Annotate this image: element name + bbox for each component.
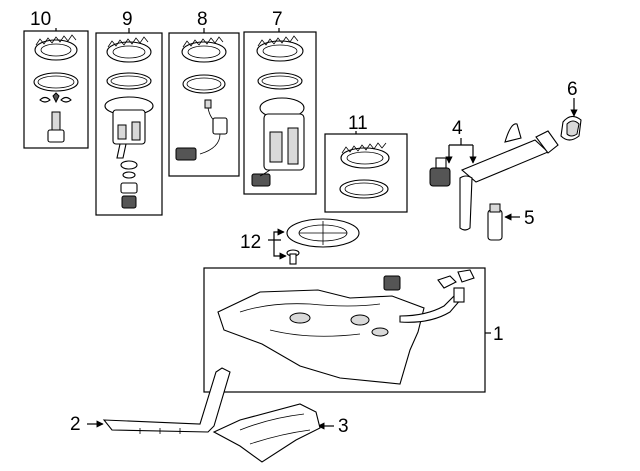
callout-6: 6 [567,79,578,100]
cover-plate-12 [286,218,360,248]
lock-ring-7 [256,35,304,62]
lock-ring-9 [106,36,152,63]
bolt-12 [286,249,300,265]
callout-4: 4 [452,118,463,139]
gasket-9 [106,72,152,90]
clips-10 [39,92,72,104]
gasket-7 [257,72,303,90]
lock-ring-11 [340,142,390,169]
check-valve-5 [487,203,503,241]
callout-12: 12 [240,232,261,253]
filter-parts-9 [120,160,138,209]
pump-assembly-7 [251,97,305,187]
box-7 [243,31,317,195]
callout-8: 8 [197,9,208,30]
fuel-cap-6 [560,115,582,141]
filler-neck-4 [429,123,559,231]
callout-1: 1 [493,324,504,345]
callout-3: 3 [338,416,349,437]
lock-ring-10 [34,34,78,61]
callout-5: 5 [524,208,535,229]
sender-10 [47,111,65,143]
callout-9: 9 [122,9,133,30]
lock-ring-8 [181,36,227,63]
box-11 [324,133,408,213]
callout-11: 11 [348,113,368,134]
box-1 [203,267,486,393]
heat-shield-3 [212,403,321,463]
fuel-tank-1 [217,269,475,385]
sender-unit-8 [175,99,228,161]
callout-7: 7 [272,9,283,30]
pump-module-9 [104,96,154,159]
tank-strap-2 [102,367,231,434]
callout-2: 2 [70,414,81,435]
callout-10: 10 [30,9,51,30]
